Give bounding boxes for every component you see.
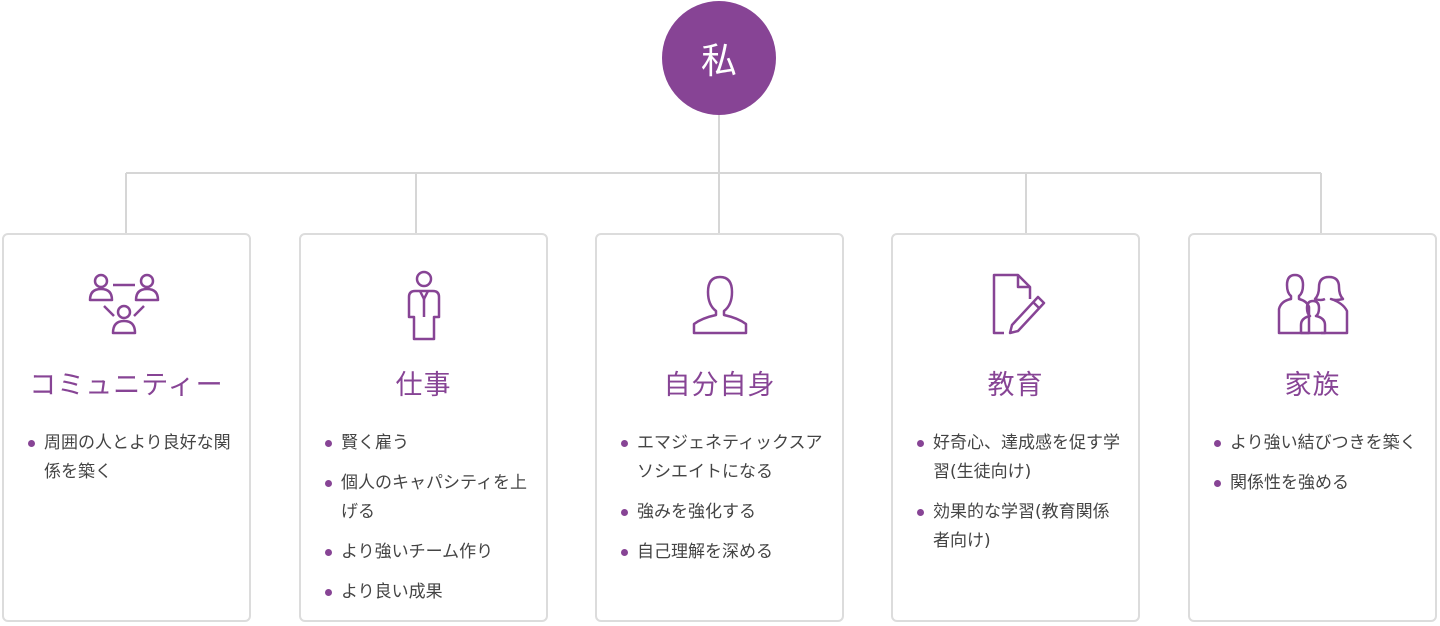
community-icon: [87, 271, 167, 343]
bullet-dot: [621, 509, 628, 516]
worker-icon: [384, 270, 464, 343]
bullet-list: エマジェネティックスアソシエイトになる 強みを強化する 自己理解を深める: [621, 429, 828, 578]
card-title: 家族: [1284, 370, 1341, 401]
card-family: 家族 より強い結びつきを築く 関係性を強める: [1188, 233, 1437, 622]
bullet-dot: [621, 440, 628, 447]
card-title: 仕事: [395, 370, 452, 401]
bullet-dot: [325, 589, 332, 596]
list-item: 周囲の人とより良好な関係を築く: [28, 429, 235, 487]
card-self: 自分自身 エマジェネティックスアソシエイトになる 強みを強化する 自己理解を深め…: [595, 233, 844, 622]
card-education: 教育 好奇心、達成感を促す学習(生徒向け) 効果的な学習(教育関係者向け): [891, 233, 1140, 622]
card-title: コミュニティー: [29, 370, 224, 401]
list-item: 効果的な学習(教育関係者向け): [917, 498, 1124, 556]
list-item: 自己理解を深める: [621, 538, 828, 567]
bullet-list: 好奇心、達成感を促す学習(生徒向け) 効果的な学習(教育関係者向け): [917, 429, 1124, 567]
bullet-dot: [917, 509, 924, 516]
family-icon: [1273, 271, 1353, 343]
list-item: 関係性を強める: [1214, 469, 1421, 498]
bullet-dot: [621, 549, 628, 556]
card-work: 仕事 賢く雇う 個人のキャパシティを上げる より強いチーム作り より良い成果: [299, 233, 548, 622]
list-item: より強いチーム作り: [325, 538, 532, 567]
document-pencil-icon: [976, 271, 1056, 343]
list-item: より良い成果: [325, 578, 532, 607]
person-icon: [680, 271, 760, 343]
list-item: 個人のキャパシティを上げる: [325, 469, 532, 527]
list-item: より強い結びつきを築く: [1214, 429, 1421, 458]
bullet-dot: [325, 480, 332, 487]
card-title: 自分自身: [663, 370, 776, 401]
bullet-list: より強い結びつきを築く 関係性を強める: [1214, 429, 1421, 509]
bullet-dot: [325, 549, 332, 556]
bullet-list: 賢く雇う 個人のキャパシティを上げる より強いチーム作り より良い成果: [325, 429, 532, 618]
card-title: 教育: [987, 370, 1044, 401]
card-community: コミュニティー 周囲の人とより良好な関係を築く: [2, 233, 251, 622]
root-label: 私: [700, 41, 737, 82]
list-item: エマジェネティックスアソシエイトになる: [621, 429, 828, 487]
list-item: 賢く雇う: [325, 429, 532, 458]
bullet-dot: [1214, 480, 1221, 487]
bullet-dot: [325, 440, 332, 447]
bullet-list: 周囲の人とより良好な関係を築く: [28, 429, 235, 498]
bullet-dot: [917, 440, 924, 447]
list-item: 好奇心、達成感を促す学習(生徒向け): [917, 429, 1124, 487]
list-item: 強みを強化する: [621, 498, 828, 527]
bullet-dot: [28, 440, 35, 447]
bullet-dot: [1214, 440, 1221, 447]
root-node-me: 私: [662, 1, 776, 115]
